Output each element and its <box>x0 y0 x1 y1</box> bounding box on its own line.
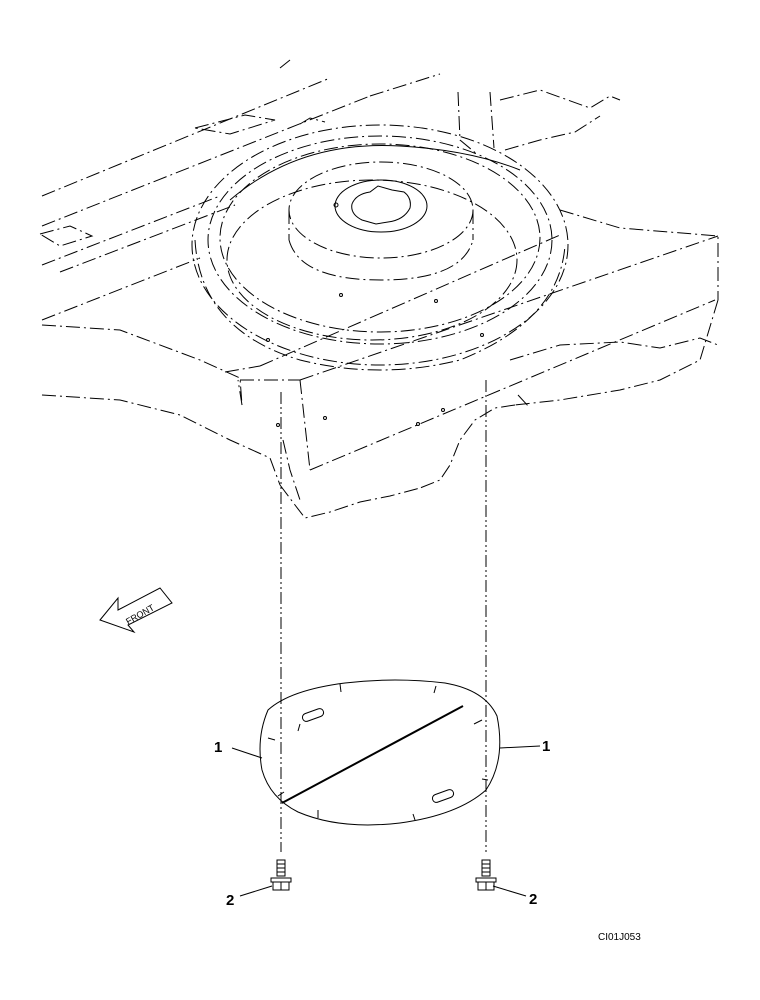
drawing-code: CI01J053 <box>598 932 641 943</box>
callout-bolt-left: 2 <box>226 892 234 909</box>
callout-bolt-right: 2 <box>529 891 537 908</box>
callout-cover-left: 1 <box>214 739 222 756</box>
undercover-plate[interactable] <box>259 679 501 826</box>
bolt-left[interactable] <box>270 859 292 891</box>
cover-split-line <box>281 705 464 804</box>
front-arrow-icon: FRONT <box>99 587 173 634</box>
leader-lines <box>231 745 541 897</box>
swing-bearing-outline <box>191 124 569 371</box>
bolt-center-lines <box>280 380 487 852</box>
front-arrow-label: FRONT <box>124 602 156 626</box>
bolt-right[interactable] <box>475 859 497 891</box>
upper-frame-outline <box>38 59 719 519</box>
callout-cover-right: 1 <box>542 738 550 755</box>
